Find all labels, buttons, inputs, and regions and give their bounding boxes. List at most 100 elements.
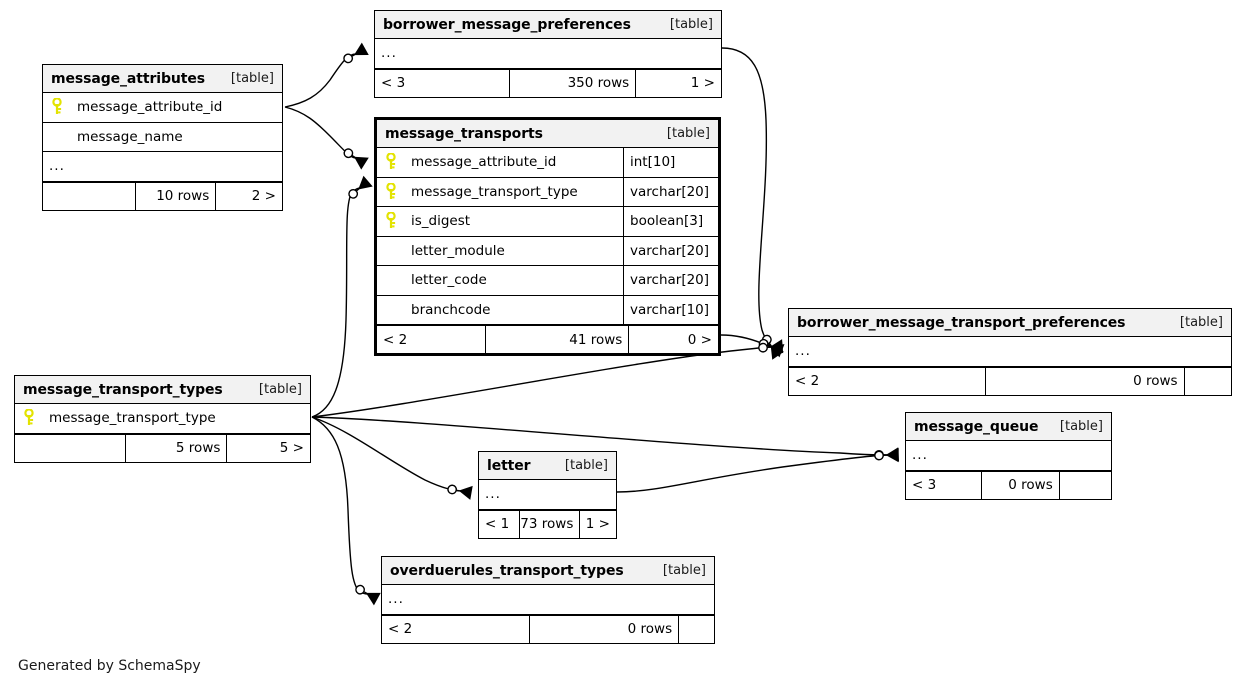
table-header: letter [table] xyxy=(479,452,616,480)
primary-key-icon xyxy=(385,153,401,171)
table-ellipsis-row: ... xyxy=(375,39,721,69)
table-name: borrower_message_transport_preferences xyxy=(797,314,1126,331)
ellipsis-label: ... xyxy=(388,591,404,608)
table-ellipsis-row: ... xyxy=(479,480,616,510)
footer-rowcount: 0 rows xyxy=(530,615,680,643)
column-type: varchar[10] xyxy=(623,295,718,324)
table-footer: < 2 0 rows xyxy=(789,366,1231,395)
footer-children xyxy=(679,616,714,643)
footer-parents: < 1 xyxy=(479,510,521,538)
table-overduerules-transport-types[interactable]: overduerules_transport_types [table] ...… xyxy=(381,556,715,644)
table-ellipsis-row: ... xyxy=(43,152,282,182)
table-column-row[interactable]: message_name xyxy=(43,123,282,152)
footer-parents: < 2 xyxy=(382,615,530,643)
table-header: overduerules_transport_types [table] xyxy=(382,557,714,585)
table-column-row[interactable]: message_attribute_id xyxy=(43,93,282,123)
relationship-edge xyxy=(284,53,357,108)
table-ellipsis-row: ... xyxy=(789,337,1231,367)
relationship-edge xyxy=(284,106,357,159)
footer-rowcount: 73 rows xyxy=(520,510,581,538)
table-message-attributes[interactable]: message_attributes [table] message_attri… xyxy=(42,64,283,211)
table-footer: 5 rows 5 > xyxy=(15,433,310,462)
column-name-cell: branchcode xyxy=(377,301,623,319)
footer-children: 1 > xyxy=(585,516,610,532)
column-label: message_name xyxy=(77,128,183,145)
table-column-row[interactable]: is_digest boolean[3] xyxy=(377,207,718,237)
crowsfoot-marker xyxy=(447,484,473,500)
column-name-cell: message_transport_type xyxy=(15,409,310,427)
table-column-row[interactable]: letter_code varchar[20] xyxy=(377,266,718,296)
footer-children xyxy=(1060,472,1111,499)
table-name: letter xyxy=(487,457,531,474)
table-footer: < 2 0 rows xyxy=(382,614,714,643)
schemaspy-credit: Generated by SchemaSpy xyxy=(18,658,201,674)
table-column-row[interactable]: branchcode varchar[10] xyxy=(377,295,718,325)
footer-children: 0 > xyxy=(687,331,712,348)
column-indent-spacer xyxy=(385,301,401,319)
ellipsis-label: ... xyxy=(795,343,811,360)
footer-parents: < 2 xyxy=(789,367,986,395)
table-header: borrower_message_transport_preferences [… xyxy=(789,309,1231,337)
relationship-edge xyxy=(616,454,889,493)
crowsfoot-marker xyxy=(874,448,899,463)
table-name: message_transport_types xyxy=(23,381,223,398)
footer-children: 5 > xyxy=(279,440,304,456)
table-header: message_transports [table] xyxy=(377,120,718,148)
table-column-row[interactable]: message_transport_type varchar[20] xyxy=(377,177,718,207)
column-label: letter_module xyxy=(411,242,505,259)
primary-key-icon xyxy=(23,409,39,427)
column-indent-spacer xyxy=(51,128,67,146)
table-tag: [table] xyxy=(666,126,710,141)
column-name-cell: message_attribute_id xyxy=(377,153,623,171)
table-message-transports[interactable]: message_transports [table] message_attri… xyxy=(374,117,721,356)
table-tag: [table] xyxy=(258,382,302,397)
ellipsis-label: ... xyxy=(381,45,397,62)
table-footer: 10 rows 2 > xyxy=(43,181,282,210)
table-footer: < 1 73 rows 1 > xyxy=(479,509,616,538)
table-borrower-message-transport-preferences[interactable]: borrower_message_transport_preferences [… xyxy=(788,308,1232,396)
table-tag: [table] xyxy=(1179,315,1223,330)
footer-children xyxy=(1185,368,1231,395)
ellipsis-label: ... xyxy=(485,486,501,503)
table-column-row[interactable]: letter_module varchar[20] xyxy=(377,236,718,266)
crowsfoot-marker xyxy=(348,175,373,199)
table-message-transport-types[interactable]: message_transport_types [table] message_… xyxy=(14,375,311,463)
relationship-edge xyxy=(721,47,773,348)
crowsfoot-marker xyxy=(758,338,785,358)
column-label: message_transport_type xyxy=(49,410,216,427)
crowsfoot-marker xyxy=(343,42,369,64)
relationship-edge xyxy=(311,416,889,456)
crowsfoot-marker xyxy=(761,334,784,360)
relationship-edge xyxy=(311,187,361,418)
ellipsis-label: ... xyxy=(912,447,928,464)
table-name: overduerules_transport_types xyxy=(390,562,624,579)
table-footer: < 2 41 rows 0 > xyxy=(377,325,718,353)
column-indent-spacer xyxy=(385,242,401,260)
table-header: borrower_message_preferences [table] xyxy=(375,11,721,39)
crowsfoot-marker xyxy=(874,447,900,462)
relationship-edge xyxy=(311,346,773,418)
footer-children: 2 > xyxy=(251,188,276,204)
table-ellipsis-row: ... xyxy=(906,441,1111,471)
primary-key-icon xyxy=(51,98,67,116)
table-name: borrower_message_preferences xyxy=(383,16,631,33)
footer-parents: < 3 xyxy=(375,69,510,97)
footer-rowcount: 350 rows xyxy=(510,69,637,97)
table-footer: < 3 350 rows 1 > xyxy=(375,68,721,97)
column-name-cell: message_attribute_id xyxy=(43,98,282,116)
table-message-queue[interactable]: message_queue [table] ... < 3 0 rows xyxy=(905,412,1112,500)
column-label: message_attribute_id xyxy=(411,154,557,171)
table-letter[interactable]: letter [table] ... < 1 73 rows 1 > xyxy=(478,451,617,539)
table-header: message_queue [table] xyxy=(906,413,1111,441)
column-label: letter_code xyxy=(411,272,487,289)
column-name-cell: letter_module xyxy=(377,242,623,260)
table-column-row[interactable]: message_attribute_id int[10] xyxy=(377,148,718,178)
footer-rowcount: 10 rows xyxy=(136,182,217,210)
footer-parents: < 3 xyxy=(906,471,982,499)
table-column-row[interactable]: message_transport_type xyxy=(15,404,310,434)
table-borrower-message-preferences[interactable]: borrower_message_preferences [table] ...… xyxy=(374,10,722,98)
column-name-cell: letter_code xyxy=(377,271,623,289)
column-type: varchar[20] xyxy=(623,177,718,206)
table-footer: < 3 0 rows xyxy=(906,470,1111,499)
table-tag: [table] xyxy=(1059,419,1103,434)
